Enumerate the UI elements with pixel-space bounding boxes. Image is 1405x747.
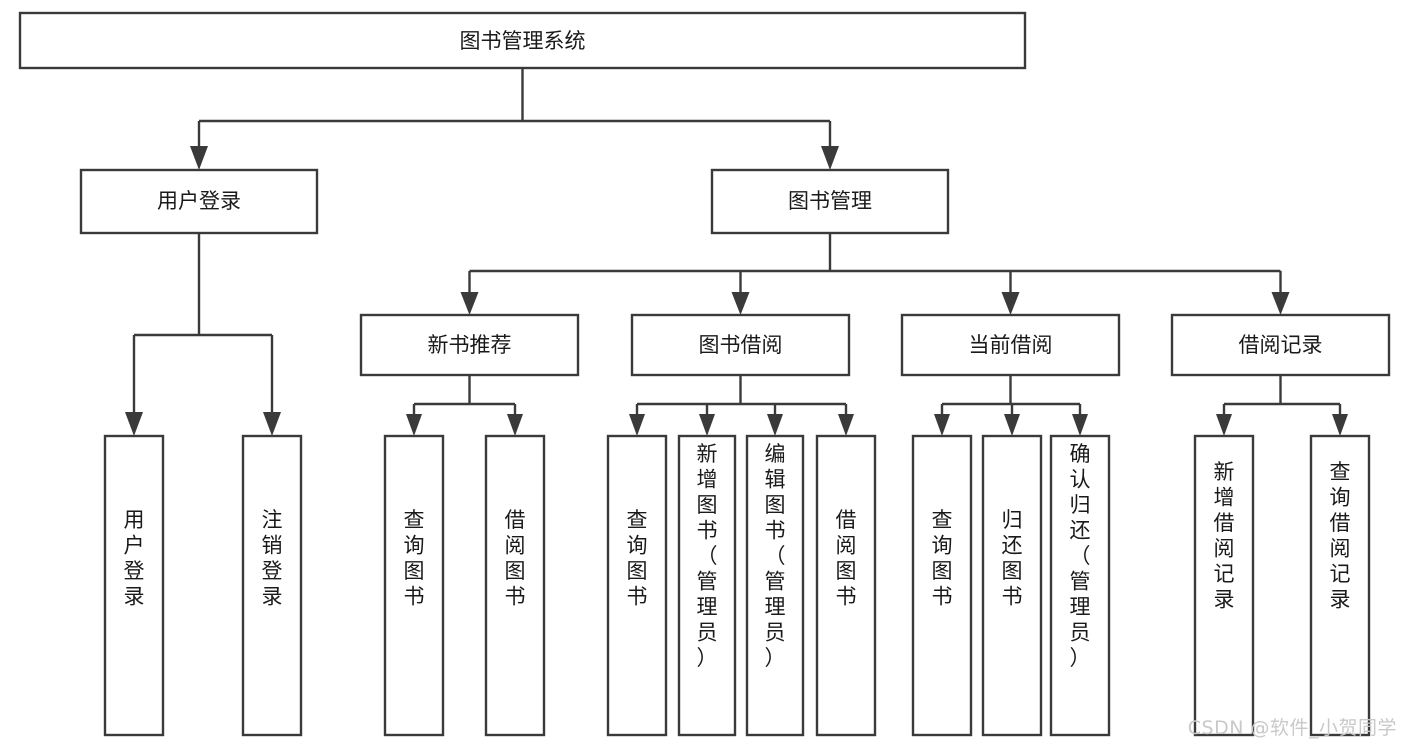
node-root[interactable]: 图书管理系统 [18,11,1027,70]
leaf-query-book-2-label: 查询图书 [627,508,648,609]
node-current-borrow-box[interactable] [900,313,1121,377]
leaf-query-borrow-record-label: 查询借阅记录 [1330,460,1351,612]
leaf-add-book-admin-box[interactable] [677,434,737,737]
leaf-query-book-1-label: 查询图书 [404,508,425,609]
leaf-layer: 用户登录 注销登录 查询图书 借阅图书 查询图书 新增图书（管理员） [103,434,1371,737]
arrow-icon-currentborrow-to-leaf3 [1072,414,1088,436]
leaf-borrow-book-1-label: 借阅图书 [505,508,526,609]
arrowhead-layer [125,146,1348,436]
node-book-borrow[interactable]: 图书借阅 [630,313,851,377]
node-user-login-box[interactable] [79,168,319,235]
node-current-borrow[interactable]: 当前借阅 [900,313,1121,377]
leaf-add-borrow-record[interactable]: 新增借阅记录 [1193,434,1255,737]
leaf-edit-book-admin[interactable]: 编辑图书（管理员） [745,434,805,737]
arrow-icon-newbook-to-leaf1 [406,414,422,436]
leaf-edit-book-admin-label: 编辑图书（管理员） [765,442,786,670]
arrow-icon-currentborrow-to-leaf2 [1004,414,1020,436]
leaf-borrow-book-2[interactable]: 借阅图书 [815,434,877,737]
node-current-borrow-label: 当前借阅 [969,333,1053,357]
leaf-return-book-box[interactable] [981,434,1043,737]
arrow-icon-bookmgmt-to-borrowrecord [1271,292,1290,315]
leaf-logout-login-box[interactable] [241,434,303,737]
arrow-icon-borrowrecord-to-leaf2 [1332,414,1348,436]
node-root-box[interactable] [18,11,1027,70]
arrow-icon-bookborrow-to-leaf2 [699,414,715,436]
arrow-icon-root-to-book-management [821,146,839,170]
leaf-query-book-2[interactable]: 查询图书 [606,434,668,737]
leaf-user-login[interactable]: 用户登录 [103,434,165,737]
leaf-query-book-3[interactable]: 查询图书 [911,434,973,737]
leaf-query-book-2-box[interactable] [606,434,668,737]
leaf-user-login-label: 用户登录 [124,508,145,609]
node-borrow-record-label: 借阅记录 [1239,333,1323,357]
leaf-query-book-1[interactable]: 查询图书 [383,434,445,737]
node-book-management[interactable]: 图书管理 [710,168,950,235]
arrow-icon-root-to-user-login [190,146,208,170]
leaf-add-borrow-record-box[interactable] [1193,434,1255,737]
node-new-book-recommend-label: 新书推荐 [428,333,512,357]
arrow-icon-userlogin-to-leaf1 [125,412,143,436]
leaf-return-book[interactable]: 归还图书 [981,434,1043,737]
node-book-management-box[interactable] [710,168,950,235]
arrow-icon-bookmgmt-to-newbook [460,292,479,315]
leaf-query-borrow-record[interactable]: 查询借阅记录 [1309,434,1371,737]
leaf-logout-login-label: 注销登录 [262,508,283,609]
leaf-borrow-book-1-box[interactable] [484,434,546,737]
leaf-user-login-box[interactable] [103,434,165,737]
arrow-icon-bookmgmt-to-bookborrow [731,292,750,315]
leaf-add-book-admin[interactable]: 新增图书（管理员） [677,434,737,737]
arrow-icon-borrowrecord-to-leaf1 [1216,414,1232,436]
node-new-book-recommend[interactable]: 新书推荐 [359,313,580,377]
node-book-borrow-label: 图书借阅 [699,333,783,357]
csdn-watermark: CSDN @软件_小贺同学 [1187,717,1397,739]
node-borrow-record-box[interactable] [1170,313,1391,377]
leaf-borrow-book-2-box[interactable] [815,434,877,737]
leaf-query-borrow-record-box[interactable] [1309,434,1371,737]
leaf-return-book-label: 归还图书 [1002,508,1023,609]
node-book-management-label: 图书管理 [788,189,872,213]
leaf-query-book-1-box[interactable] [383,434,445,737]
leaf-edit-book-admin-box[interactable] [745,434,805,737]
leaf-query-book-3-label: 查询图书 [932,508,953,609]
arrow-icon-bookborrow-to-leaf3 [767,414,783,436]
arrow-icon-bookmgmt-to-currentborrow [1001,292,1020,315]
leaf-confirm-return-admin-box[interactable] [1049,434,1111,737]
node-book-borrow-box[interactable] [630,313,851,377]
leaf-logout-login[interactable]: 注销登录 [241,434,303,737]
leaf-confirm-return-admin[interactable]: 确认归还（管理员） [1049,434,1111,737]
leaf-borrow-book-2-label: 借阅图书 [836,508,857,609]
leaf-add-borrow-record-label: 新增借阅记录 [1214,460,1235,612]
arrow-icon-bookborrow-to-leaf1 [629,414,645,436]
leaf-borrow-book-1[interactable]: 借阅图书 [484,434,546,737]
leaf-query-book-3-box[interactable] [911,434,973,737]
node-root-label: 图书管理系统 [460,29,586,53]
arrow-icon-currentborrow-to-leaf1 [934,414,950,436]
leaf-confirm-return-admin-label: 确认归还（管理员） [1070,442,1091,670]
arrow-icon-userlogin-to-leaf2 [263,412,281,436]
arrow-icon-bookborrow-to-leaf4 [838,414,854,436]
node-user-login-label: 用户登录 [157,189,241,213]
arrow-icon-newbook-to-leaf2 [507,414,523,436]
node-borrow-record[interactable]: 借阅记录 [1170,313,1391,377]
node-user-login[interactable]: 用户登录 [79,168,319,235]
node-new-book-recommend-box[interactable] [359,313,580,377]
leaf-add-book-admin-label: 新增图书（管理员） [697,442,718,670]
